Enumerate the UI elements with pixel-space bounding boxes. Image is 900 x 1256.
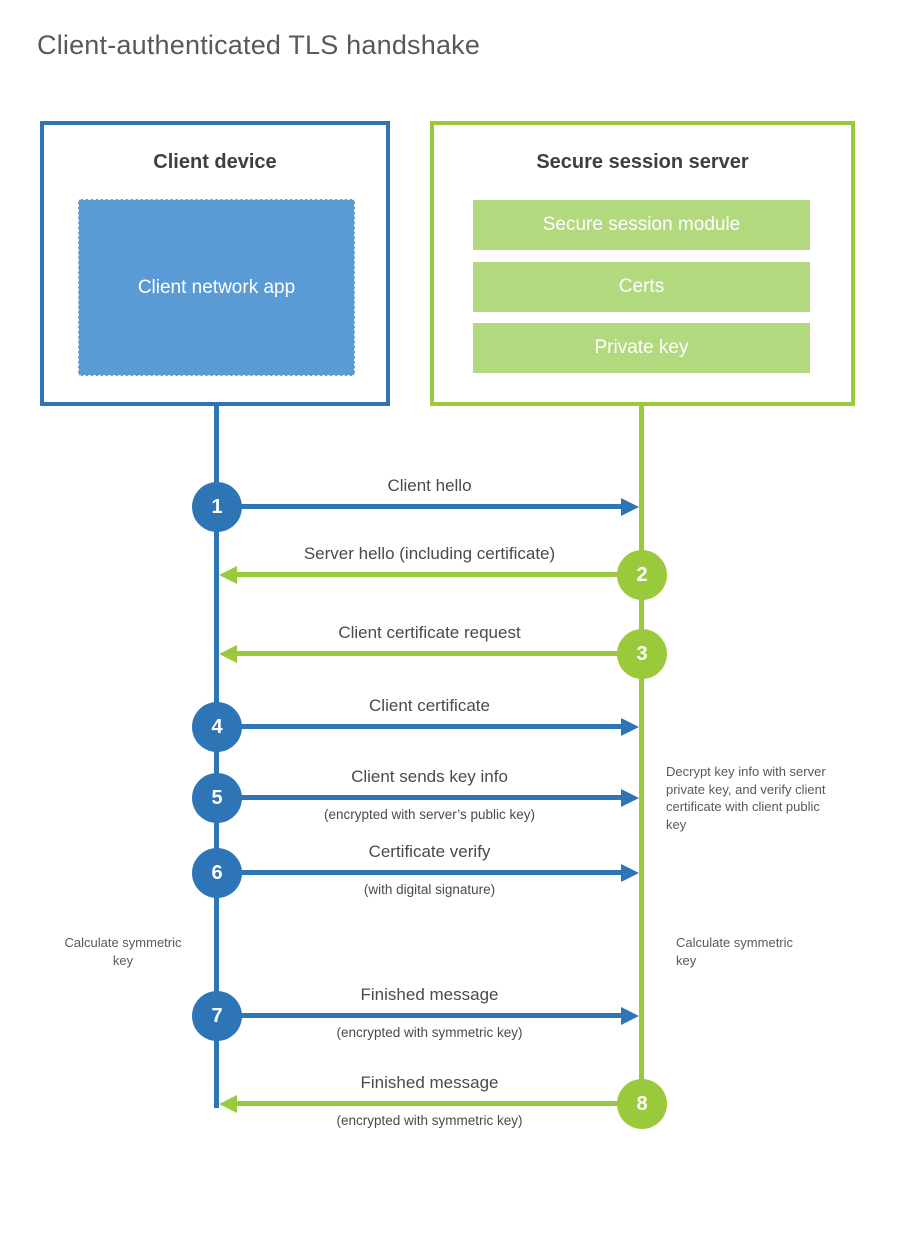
message-label-7: Finished message — [360, 985, 499, 1004]
note-decrypt-key-info: Decrypt key info with server private key… — [666, 764, 826, 832]
arrow-server-to-client-8 — [237, 1101, 642, 1106]
message-label-3: Client certificate request — [338, 623, 521, 642]
step-badge-3: 3 — [617, 629, 667, 679]
message-label-2: Server hello (including certificate) — [303, 544, 556, 563]
message-sublabel-6: (with digital signature) — [363, 882, 496, 897]
step-badge-6: 6 — [192, 848, 242, 898]
step-badge-5: 5 — [192, 773, 242, 823]
step-badge-7: 7 — [192, 991, 242, 1041]
note-calculate-symmetric-key-client: Calculate symmetric key — [64, 935, 182, 968]
message-label-8: Finished message — [360, 1073, 499, 1092]
client-network-app-label: Client network app — [137, 277, 296, 298]
arrow-client-to-server-6 — [217, 870, 621, 875]
page-title: Client-authenticated TLS handshake — [37, 30, 481, 60]
arrow-client-to-server-5 — [217, 795, 621, 800]
server-module-bar-private-key: Private key — [473, 323, 810, 373]
note-calculate-symmetric-key-server: Calculate symmetric key — [676, 935, 794, 968]
server-module-bar-secure-session-module: Secure session module — [473, 200, 810, 250]
arrow-server-to-client-3 — [237, 651, 642, 656]
server-module-bar-certs: Certs — [473, 262, 810, 312]
message-label-4: Client certificate — [369, 696, 490, 715]
message-sublabel-8: (encrypted with symmetric key) — [336, 1113, 523, 1128]
message-sublabel-5: (encrypted with server’s public key) — [323, 807, 536, 822]
client-device-title: Client device — [153, 151, 277, 173]
client-lifeline — [214, 404, 219, 1108]
message-label-5: Client sends key info — [351, 767, 508, 786]
arrow-client-to-server-7 — [217, 1013, 621, 1018]
step-badge-1: 1 — [192, 482, 242, 532]
step-badge-4: 4 — [192, 702, 242, 752]
server-title: Secure session server — [536, 151, 749, 173]
arrow-server-to-client-2 — [237, 572, 642, 577]
message-label-1: Client hello — [387, 476, 472, 495]
step-badge-2: 2 — [617, 550, 667, 600]
arrow-client-to-server-4 — [217, 724, 621, 729]
step-badge-8: 8 — [617, 1079, 667, 1129]
message-label-6: Certificate verify — [368, 842, 491, 861]
message-sublabel-7: (encrypted with symmetric key) — [336, 1025, 523, 1040]
server-lifeline — [639, 404, 644, 1104]
client-network-app-box: Client network app — [78, 199, 355, 376]
arrow-client-to-server-1 — [217, 504, 621, 509]
